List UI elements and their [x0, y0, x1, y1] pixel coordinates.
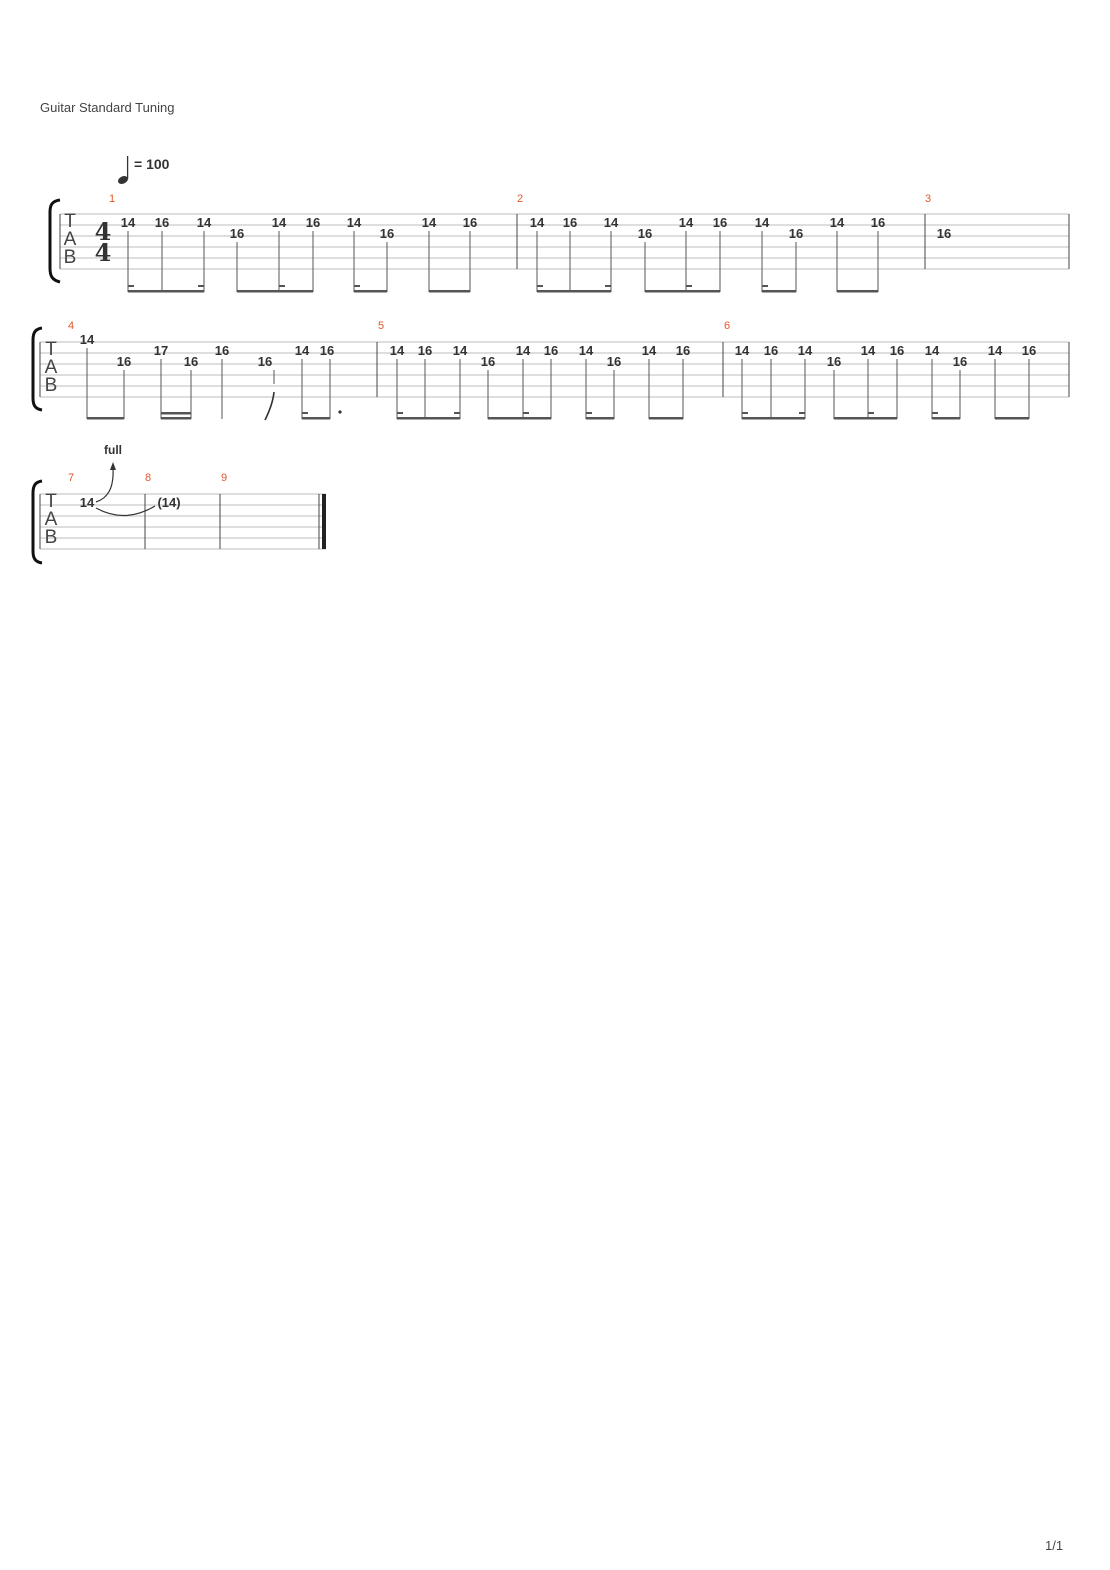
fret-number: 16 — [215, 343, 229, 358]
dot-icon — [338, 410, 342, 414]
fret-number: 16 — [418, 343, 432, 358]
fret-number: 14 — [604, 215, 619, 230]
fret-number: 16 — [155, 215, 169, 230]
tab-score: T A B 4 4 1 2 3 14 16 14 16 14 16 14 16 … — [31, 193, 1070, 565]
fret-number: 14 — [679, 215, 694, 230]
fret-number: 14 — [390, 343, 405, 358]
fret-number: 16 — [258, 354, 272, 369]
tempo-value: = 100 — [134, 156, 170, 172]
fret-number: 16 — [481, 354, 495, 369]
measure-number: 2 — [517, 193, 523, 205]
measure-number: 1 — [109, 193, 115, 205]
fret-number: 14 — [272, 215, 287, 230]
fret-number: 14 — [988, 343, 1003, 358]
tab-letter-t: T — [64, 211, 76, 232]
fret-number: 14 — [80, 332, 95, 347]
fret-number: 17 — [154, 343, 168, 358]
bend-arrow-icon — [95, 467, 114, 503]
time-signature-numerator: 4 — [95, 217, 112, 246]
fret-number: 16 — [607, 354, 621, 369]
final-barline — [322, 494, 326, 549]
tempo-marking: = 100 — [117, 152, 197, 192]
measure-number: 5 — [378, 320, 384, 332]
fret-number: 16 — [563, 215, 577, 230]
tab-letter-a: A — [45, 357, 58, 378]
fret-number: 16 — [676, 343, 690, 358]
fret-number: 14 — [453, 343, 468, 358]
fret-number: 14 — [347, 215, 362, 230]
fret-number: 16 — [1022, 343, 1036, 358]
tuning-label: Guitar Standard Tuning — [40, 100, 175, 115]
fret-number: 14 — [798, 343, 813, 358]
fret-number: 16 — [117, 354, 131, 369]
fret-number: 14 — [197, 215, 212, 230]
fret-number: 16 — [230, 226, 244, 241]
fret-number: 14 — [422, 215, 437, 230]
fret-number: 16 — [764, 343, 778, 358]
tab-letter-b: B — [45, 375, 58, 396]
quarter-note-icon — [118, 156, 129, 184]
note-stems — [86, 348, 1030, 419]
fret-number: 14 — [516, 343, 531, 358]
fret-number: 16 — [638, 226, 652, 241]
fret-number: 14 — [735, 343, 750, 358]
fret-number: 14 — [755, 215, 770, 230]
measure-number: 6 — [724, 320, 730, 332]
measure-number: 3 — [925, 193, 931, 205]
fret-number: 16 — [463, 215, 477, 230]
tab-letter-a: A — [45, 509, 58, 530]
bend-label: full — [104, 443, 122, 457]
fret-number: 16 — [953, 354, 967, 369]
fret-number: 16 — [713, 215, 727, 230]
fret-number: 16 — [320, 343, 334, 358]
fret-number: 16 — [306, 215, 320, 230]
system-2: T A B 4 5 6 14 16 17 16 16 16 14 16 14 1… — [31, 320, 1070, 421]
fret-number: 16 — [789, 226, 803, 241]
tab-letter-b: B — [64, 247, 77, 268]
fret-number: 16 — [827, 354, 841, 369]
fret-number: 14 — [642, 343, 657, 358]
measure-number: 9 — [221, 472, 227, 484]
fret-number: 14 — [295, 343, 310, 358]
fret-number: 16 — [380, 226, 394, 241]
note-stems — [127, 231, 879, 292]
measure-number: 4 — [68, 320, 74, 332]
measure-number: 7 — [68, 472, 74, 484]
tab-letter-a: A — [64, 229, 77, 250]
system-3: T A B 7 8 9 full 14 (14) — [31, 443, 326, 565]
fret-number: 16 — [937, 226, 951, 241]
note-beams — [87, 412, 1029, 420]
tab-letter-t: T — [45, 339, 57, 360]
fret-number: 14 — [530, 215, 545, 230]
fret-number: 14 — [121, 215, 136, 230]
fret-number: 14 — [830, 215, 845, 230]
fret-number: 14 — [861, 343, 876, 358]
fret-number: 14 — [579, 343, 594, 358]
page-number: 1/1 — [1045, 1538, 1064, 1553]
tab-letter-b: B — [45, 527, 58, 548]
tie-arc — [95, 505, 156, 517]
fret-number: 16 — [890, 343, 904, 358]
fret-number: 16 — [544, 343, 558, 358]
fret-number: 16 — [184, 354, 198, 369]
time-signature-denominator: 4 — [95, 238, 112, 267]
fret-number: (14) — [157, 495, 180, 510]
fret-number: 14 — [80, 495, 95, 510]
system-1: T A B 4 4 1 2 3 14 16 14 16 14 16 14 16 … — [48, 193, 1070, 293]
fret-number: 14 — [925, 343, 940, 358]
tab-letter-t: T — [45, 491, 57, 512]
eighth-rest-icon — [264, 391, 275, 421]
fret-number: 16 — [871, 215, 885, 230]
note-beams — [128, 285, 878, 293]
measure-number: 8 — [145, 472, 151, 484]
